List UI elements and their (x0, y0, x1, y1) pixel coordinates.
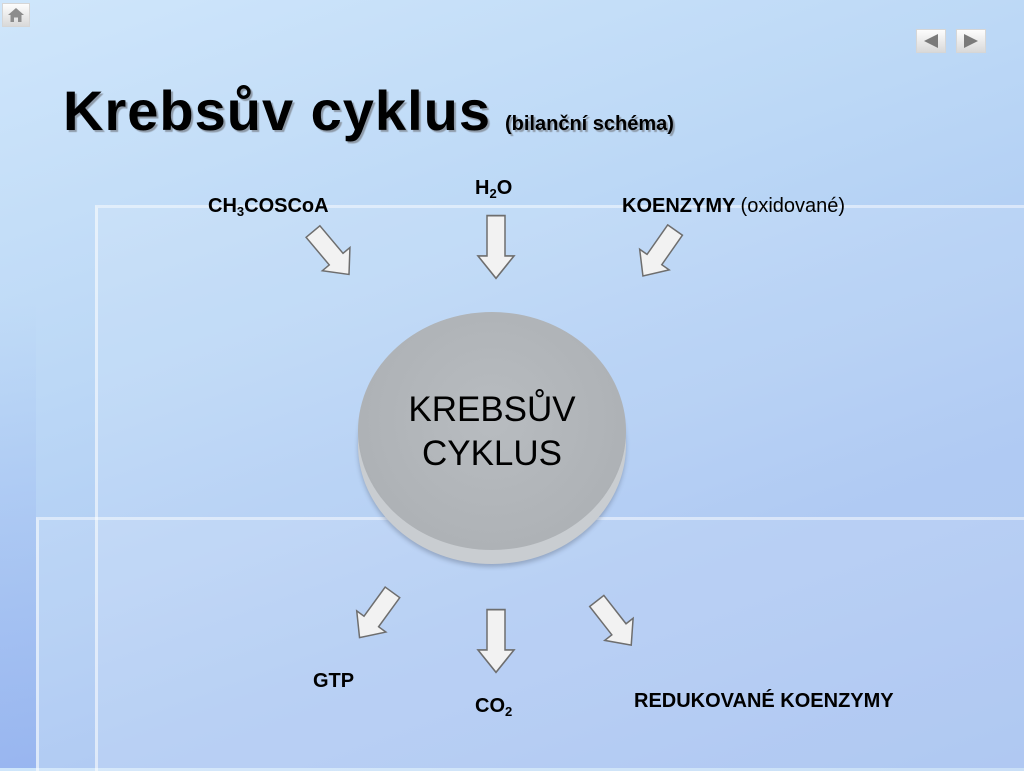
input-water: H2O (475, 177, 512, 201)
triangle-left-icon (924, 34, 938, 48)
home-icon (8, 8, 24, 22)
water-text: H (475, 177, 490, 199)
arrow-in-middle (477, 214, 515, 280)
disc-label-line1: KREBSŮV (408, 390, 576, 429)
water-subscript: 2 (489, 186, 497, 201)
title-subtitle: (bilanční schéma) (504, 113, 674, 135)
disc-label: KREBSŮV CYKLUS (358, 388, 626, 476)
arrow-out-middle (477, 608, 515, 674)
home-button[interactable] (2, 3, 30, 27)
title-main: Krebsův cyklus (63, 79, 491, 142)
co2-text: CO (475, 695, 505, 717)
arrow-out-right (581, 589, 647, 657)
slide-title: Krebsův cyklus (bilanční schéma) (63, 78, 674, 143)
input-coenzymes: KOENZYMY (oxidované) (622, 195, 845, 218)
krebs-cycle-disc: KREBSŮV CYKLUS (358, 312, 626, 564)
arrow-out-left (344, 581, 408, 649)
water-rest: O (496, 177, 513, 199)
co2-subscript: 2 (505, 704, 513, 719)
prev-slide-button[interactable] (916, 29, 946, 53)
output-co2: CO2 (475, 695, 512, 719)
output-gtp: GTP (313, 670, 355, 692)
disc-label-line2: CYKLUS (421, 434, 563, 473)
acetyl-subscript: 3 (236, 204, 245, 219)
next-slide-button[interactable] (956, 29, 986, 53)
coenzymes-label: KOENZYMY (622, 195, 735, 217)
acetyl-text: CH (208, 195, 237, 217)
input-acetyl-coa: CH3COSCoA (208, 195, 329, 219)
acetyl-rest: COSCoA (244, 195, 329, 217)
coenzymes-state: (oxidované) (740, 195, 846, 217)
triangle-right-icon (964, 34, 978, 48)
output-reduced-coenzymes: REDUKOVANÉ KOENZYMY (634, 690, 894, 712)
arrow-in-left (298, 219, 364, 287)
arrow-in-right (627, 218, 691, 288)
disc-face (358, 312, 626, 550)
